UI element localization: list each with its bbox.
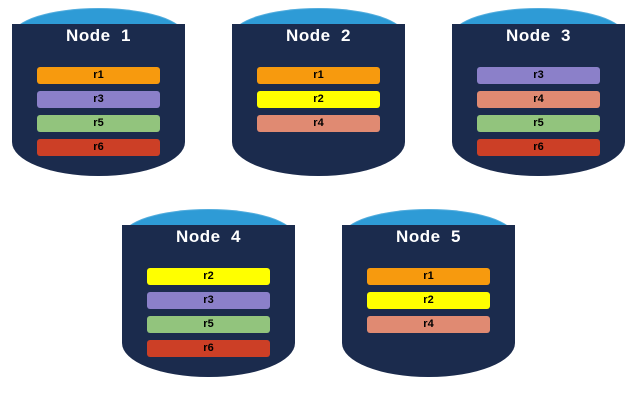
replica-list: r1 r2 r4 — [367, 268, 490, 333]
node-label: Node 4 — [176, 226, 241, 246]
replica-bar[interactable]: r3 — [477, 67, 600, 84]
replica-list: r1 r2 r4 — [257, 67, 380, 132]
replica-bar[interactable]: r6 — [477, 139, 600, 156]
replica-bar[interactable]: r6 — [37, 139, 160, 156]
replica-bar[interactable]: r4 — [477, 91, 600, 108]
replica-bar[interactable]: r5 — [37, 115, 160, 132]
database-node-1[interactable]: Node 1 r1 r3 r5 r6 — [12, 8, 185, 190]
replica-bar[interactable]: r3 — [37, 91, 160, 108]
database-node-5[interactable]: Node 5 r1 r2 r4 — [342, 209, 515, 391]
replica-list: r2 r3 r5 r6 — [147, 268, 270, 357]
replica-bar[interactable]: r4 — [257, 115, 380, 132]
node-label: Node 3 — [506, 25, 571, 45]
replica-bar[interactable]: r3 — [147, 292, 270, 309]
node-label: Node 1 — [66, 25, 131, 45]
replica-bar[interactable]: r4 — [367, 316, 490, 333]
replica-list: r3 r4 r5 r6 — [477, 67, 600, 156]
replica-bar[interactable]: r1 — [37, 67, 160, 84]
database-node-4[interactable]: Node 4 r2 r3 r5 r6 — [122, 209, 295, 391]
replica-list: r1 r3 r5 r6 — [37, 67, 160, 156]
database-node-3[interactable]: Node 3 r3 r4 r5 r6 — [452, 8, 625, 190]
database-node-2[interactable]: Node 2 r1 r2 r4 — [232, 8, 405, 190]
node-label: Node 2 — [286, 25, 351, 45]
replica-bar[interactable]: r2 — [257, 91, 380, 108]
replica-bar[interactable]: r1 — [367, 268, 490, 285]
replica-bar[interactable]: r6 — [147, 340, 270, 357]
replica-bar[interactable]: r1 — [257, 67, 380, 84]
replica-bar[interactable]: r2 — [367, 292, 490, 309]
node-label: Node 5 — [396, 226, 461, 246]
replica-bar[interactable]: r2 — [147, 268, 270, 285]
replica-bar[interactable]: r5 — [477, 115, 600, 132]
replica-bar[interactable]: r5 — [147, 316, 270, 333]
